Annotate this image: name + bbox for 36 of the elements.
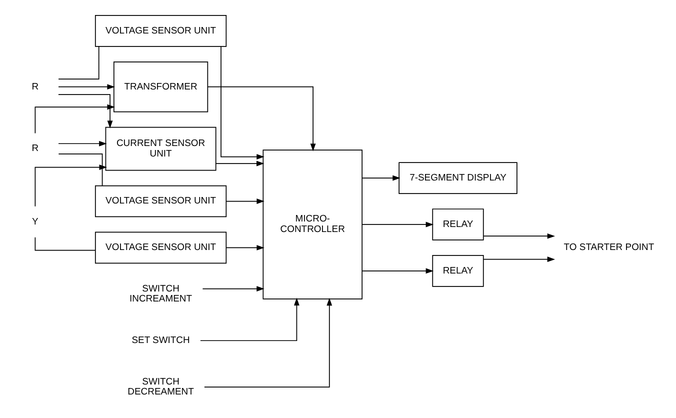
arrow bbox=[483, 233, 556, 239]
arrow bbox=[34, 104, 115, 134]
node-box: VOLTAGE SENSOR UNIT bbox=[94, 185, 227, 218]
node-text: R bbox=[32, 143, 39, 154]
arrow bbox=[362, 175, 400, 181]
node-box: VOLTAGE SENSOR UNIT bbox=[94, 232, 227, 264]
arrow bbox=[483, 256, 556, 262]
node-text: SWITCH DECREAMENT bbox=[128, 376, 194, 398]
node-box: CURRENT SENSOR UNIT bbox=[105, 126, 216, 171]
arrow bbox=[58, 140, 107, 146]
arrow bbox=[204, 298, 332, 388]
node-text: TO STARTER POINT bbox=[564, 242, 654, 254]
arrow bbox=[58, 84, 115, 90]
connector bbox=[58, 46, 100, 80]
arrow bbox=[58, 94, 113, 128]
node-box: VOLTAGE SENSOR UNIT bbox=[94, 15, 227, 47]
node-text: SWITCH INCREAMENT bbox=[130, 283, 192, 305]
node-text: SET SWITCH bbox=[132, 335, 190, 346]
node-box: TRANSFORMER bbox=[113, 61, 208, 112]
arrow bbox=[362, 222, 434, 228]
node-box: 7-SEGMENT DISPLAY bbox=[398, 162, 518, 194]
connector bbox=[58, 154, 103, 186]
node-text: R bbox=[32, 81, 39, 92]
node-box: RELAY bbox=[432, 255, 484, 287]
node-box: MICRO- CONTROLLER bbox=[262, 150, 363, 300]
node-box: RELAY bbox=[432, 208, 484, 240]
arrow bbox=[216, 160, 264, 166]
arrow bbox=[362, 268, 434, 274]
node-text: Y bbox=[32, 216, 38, 228]
arrow bbox=[207, 86, 316, 152]
arrow bbox=[202, 286, 264, 292]
arrow bbox=[226, 198, 264, 204]
arrow bbox=[34, 164, 107, 207]
arrow bbox=[226, 245, 264, 250]
arrow bbox=[200, 298, 300, 342]
arrow bbox=[220, 46, 264, 160]
